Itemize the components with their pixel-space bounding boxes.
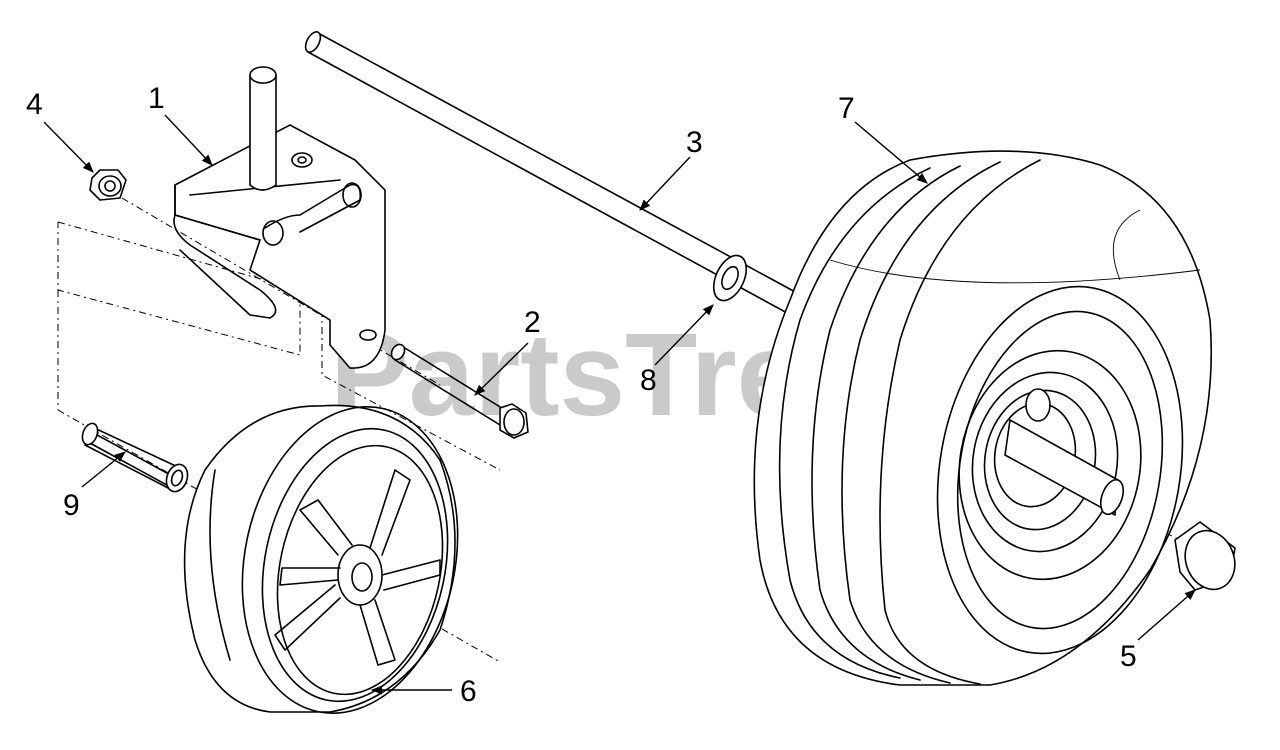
callout-3: 3	[686, 126, 703, 159]
leader-1	[164, 114, 213, 166]
callout-7: 7	[838, 92, 855, 125]
leader-3	[639, 156, 691, 211]
spacer	[81, 422, 189, 493]
leader-4	[43, 121, 94, 173]
leader-arrows	[43, 114, 1196, 695]
callout-1: 1	[148, 82, 165, 115]
callout-5: 5	[1120, 640, 1137, 673]
axle-cap	[1174, 521, 1236, 591]
callout-4: 4	[26, 88, 43, 121]
nut	[89, 169, 127, 201]
callout-labels: 1 2 3 4 5 6 7 8 9	[26, 82, 1137, 708]
bolt	[390, 343, 529, 439]
callout-2: 2	[524, 306, 541, 339]
leader-7	[854, 121, 928, 184]
leader-2	[474, 342, 529, 396]
leader-8	[654, 304, 714, 366]
leader-5	[1137, 589, 1196, 641]
washer	[712, 254, 748, 302]
leader-9	[81, 451, 126, 488]
callout-8: 8	[640, 364, 657, 397]
small-wheel	[183, 404, 459, 714]
bracket	[173, 66, 386, 369]
callout-6: 6	[460, 675, 477, 708]
callout-9: 9	[63, 489, 80, 522]
tire-wheel	[753, 150, 1213, 686]
